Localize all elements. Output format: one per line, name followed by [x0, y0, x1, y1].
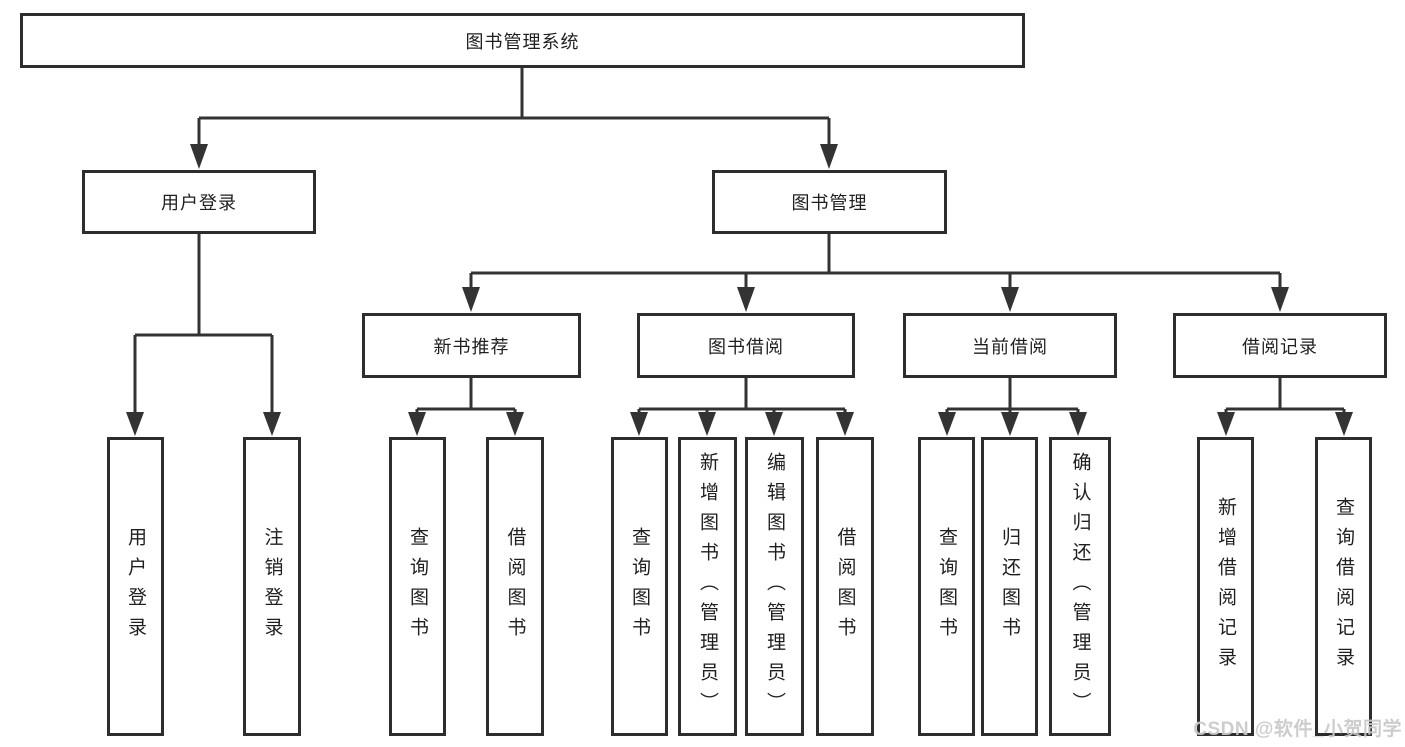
leaf-label: 新增借阅记录: [1215, 496, 1236, 677]
leaf-label: 归还图书: [999, 526, 1020, 647]
node-user-login: 用户登录: [82, 170, 316, 234]
leaf-label: 查询图书: [629, 526, 650, 647]
leaf-query-book-recommend: 查询图书: [389, 437, 446, 736]
leaf-borrow-book: 借阅图书: [816, 437, 874, 736]
leaf-label: 确认归还（管理员）: [1069, 451, 1091, 722]
leaf-query-book-current: 查询图书: [918, 437, 975, 736]
leaf-confirm-return-admin: 确认归还（管理员）: [1049, 437, 1111, 736]
leaf-label: 注销登录: [261, 526, 283, 647]
leaf-logout: 注销登录: [243, 437, 301, 736]
leaf-label: 查询图书: [936, 526, 957, 647]
leaf-label: 编辑图书（管理员）: [764, 451, 785, 722]
leaf-label: 查询借阅记录: [1333, 496, 1354, 677]
node-current-borrow: 当前借阅: [903, 313, 1117, 378]
leaf-query-borrow-record: 查询借阅记录: [1315, 437, 1372, 736]
arrowheads: [126, 144, 1353, 436]
node-library-management-system: 图书管理系统: [20, 13, 1025, 68]
csdn-watermark: CSDN @软件_小贺同学: [1193, 719, 1402, 740]
node-book-borrow: 图书借阅: [637, 313, 855, 378]
leaf-label: 新增图书（管理员）: [697, 451, 718, 722]
leaf-user-login: 用户登录: [107, 437, 164, 736]
leaf-add-borrow-record: 新增借阅记录: [1197, 437, 1254, 736]
leaf-label: 用户登录: [125, 526, 146, 647]
leaf-borrow-book-recommend: 借阅图书: [486, 437, 544, 736]
leaf-edit-book-admin: 编辑图书（管理员）: [745, 437, 804, 736]
leaf-query-book-borrow: 查询图书: [611, 437, 668, 736]
node-new-book-recommend: 新书推荐: [362, 313, 581, 378]
node-book-management: 图书管理: [712, 170, 947, 234]
leaf-label: 查询图书: [407, 526, 428, 647]
leaf-label: 借阅图书: [834, 526, 856, 647]
leaf-label: 借阅图书: [504, 526, 526, 647]
node-borrow-records: 借阅记录: [1173, 313, 1387, 378]
leaf-add-book-admin: 新增图书（管理员）: [678, 437, 737, 736]
leaf-return-book: 归还图书: [981, 437, 1038, 736]
